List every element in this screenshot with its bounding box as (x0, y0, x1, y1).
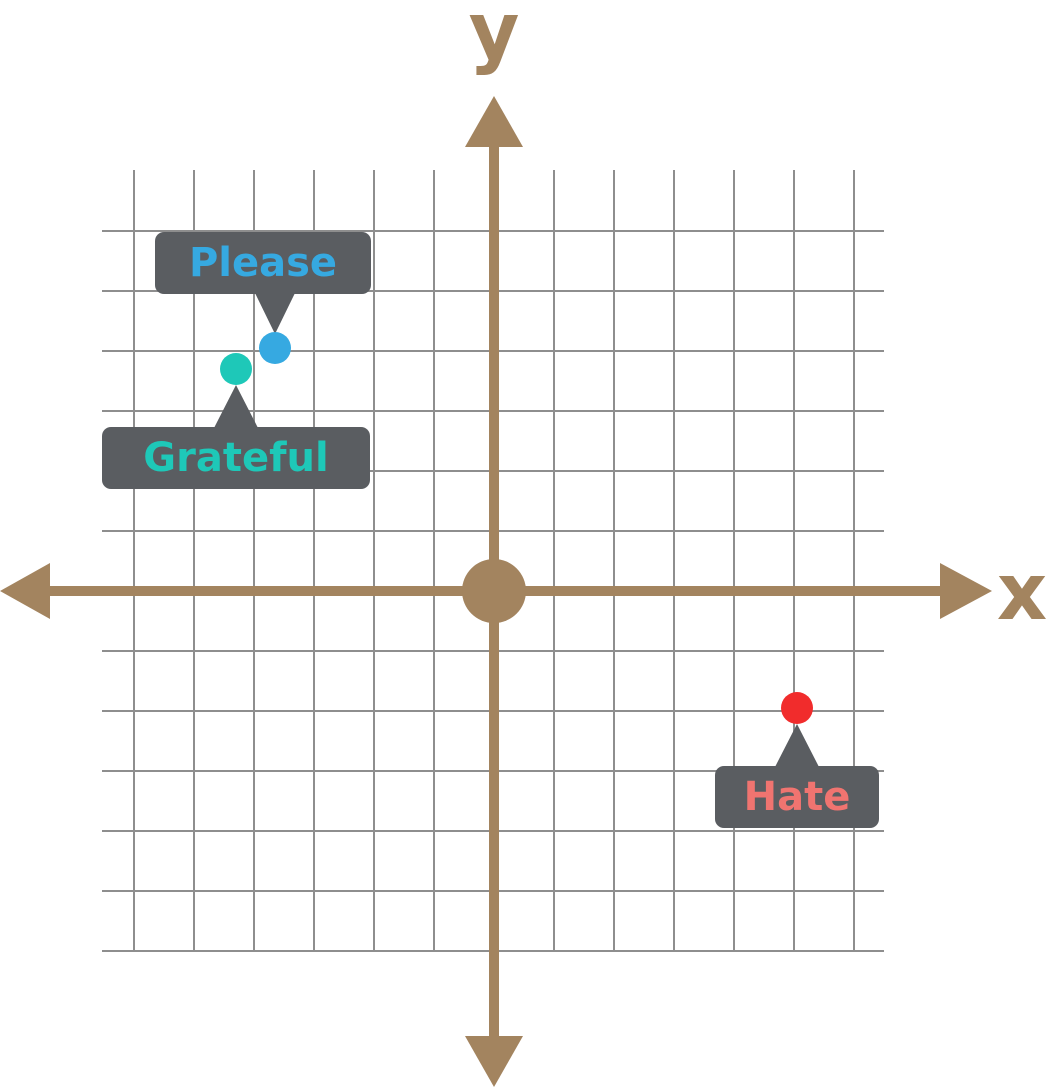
y-axis-arrow-up (465, 96, 523, 147)
x-axis-label: x (997, 548, 1047, 638)
tooltip-pointer (775, 724, 819, 767)
data-point-group: Grateful (102, 353, 370, 489)
tooltip-pointer (255, 293, 295, 334)
data-point-group: Please (155, 232, 371, 364)
tooltip-box (102, 427, 370, 489)
point-label: Hate (744, 774, 851, 820)
point-label: Please (189, 240, 337, 286)
x-axis-arrow-right (940, 563, 992, 619)
data-point (781, 692, 813, 724)
tooltip-pointer (214, 385, 258, 428)
y-axis-arrow-down (465, 1036, 523, 1087)
data-point (259, 332, 291, 364)
x-axis-arrow-left (0, 563, 50, 619)
point-label: Grateful (143, 435, 328, 481)
data-point (220, 353, 252, 385)
tooltip-box (155, 232, 371, 294)
tooltip-box (715, 766, 879, 828)
data-point-group: Hate (715, 692, 879, 828)
y-axis-label: y (469, 0, 520, 77)
origin-marker (462, 559, 526, 623)
